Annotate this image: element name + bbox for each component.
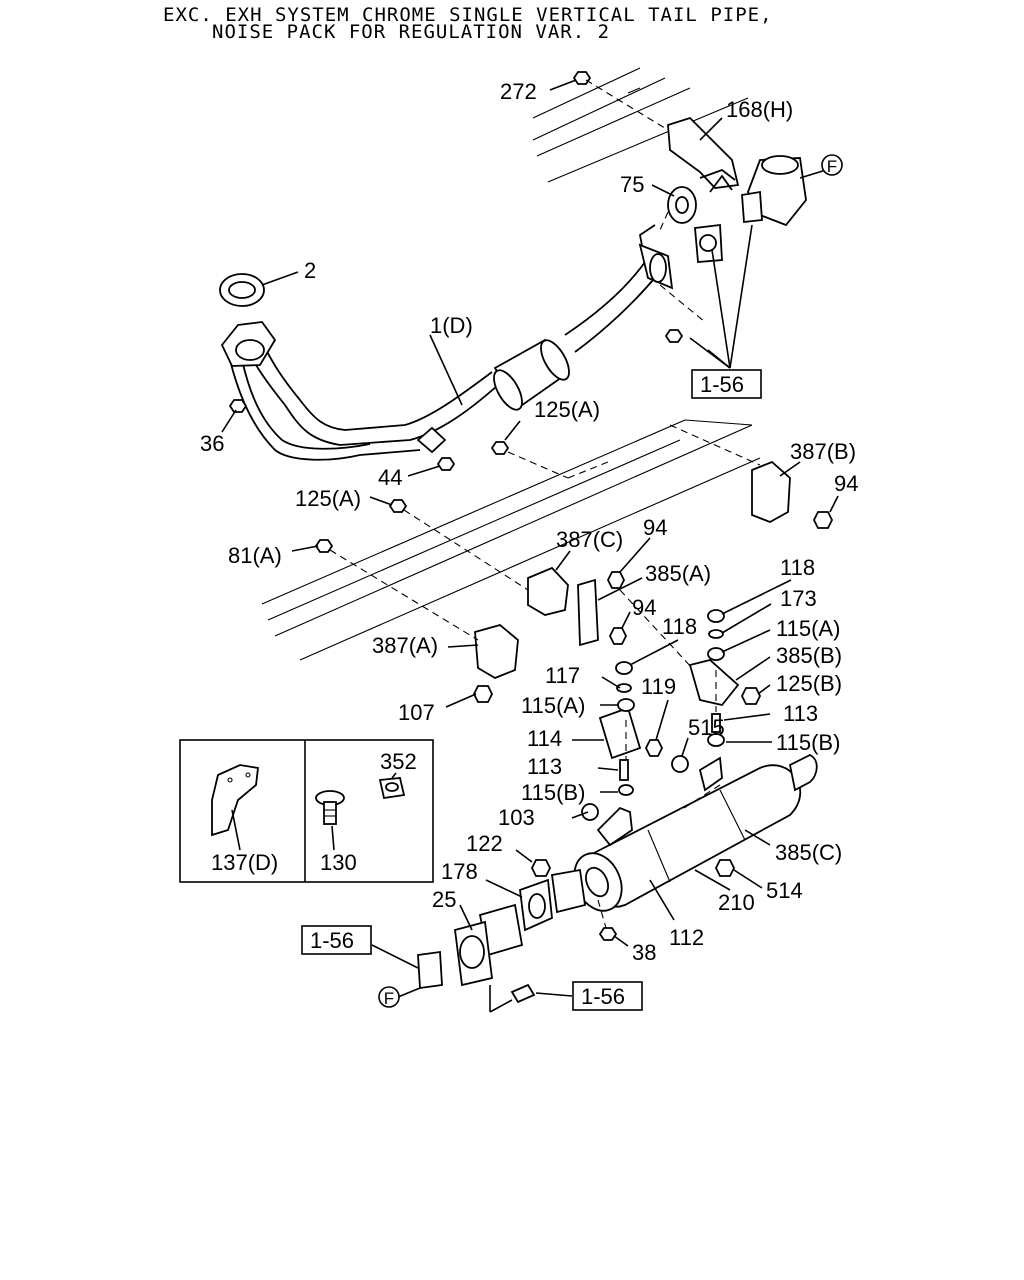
callout-125b: 125(B)	[776, 671, 842, 696]
callout-125a-lower: 125(A)	[295, 486, 361, 511]
connector-markers: F F	[378, 154, 843, 1008]
callout-515: 515	[688, 715, 725, 740]
connector-f-bottom-circle	[378, 986, 400, 1008]
bracket-137d-illustration	[211, 764, 259, 837]
callout-94-top: 94	[643, 515, 667, 540]
leader-lines	[221, 79, 839, 1013]
diagram-title-line-2: NOISE PACK FOR REGULATION VAR. 2	[212, 21, 610, 43]
callout-130: 130	[320, 850, 357, 875]
callout-387a: 387(A)	[372, 633, 438, 658]
callout-113-left: 113	[527, 754, 562, 779]
callout-385c: 385(C)	[775, 840, 842, 865]
callout-44: 44	[378, 465, 402, 490]
reference-1-56-upper: 1-56	[700, 372, 744, 397]
gasket-ring	[219, 273, 265, 307]
callout-272: 272	[500, 79, 537, 104]
callout-36: 36	[200, 431, 224, 456]
alignment-lines	[329, 79, 761, 929]
callout-25: 25	[432, 887, 456, 912]
callout-173: 173	[780, 586, 817, 611]
inset-parts-box	[179, 739, 434, 883]
callout-385a: 385(A)	[645, 561, 711, 586]
callout-137d: 137(D)	[211, 850, 278, 875]
callout-387b: 387(B)	[790, 439, 856, 464]
callout-119: 119	[641, 674, 676, 699]
callout-115b-left: 115(B)	[521, 780, 585, 805]
callout-103: 103	[498, 805, 535, 830]
callout-387c: 387(C)	[556, 527, 623, 552]
lower-frame-rail	[261, 419, 761, 661]
reference-1-56-left: 1-56	[310, 928, 354, 953]
callout-labels: 272 168(H) 75 2 1(D) 36 44 125(A) 125(A)…	[200, 79, 858, 965]
connector-f-top-circle	[821, 154, 843, 176]
tail-pipe-flange	[694, 155, 807, 263]
callout-125a-upper: 125(A)	[534, 397, 600, 422]
rubber-mount	[667, 186, 697, 224]
callout-352: 352	[380, 749, 417, 774]
diagram-title-line-1: EXC. EXH SYSTEM CHROME SINGLE VERTICAL T…	[163, 4, 773, 26]
callout-112: 112	[669, 925, 704, 950]
muffler-assembly	[573, 753, 818, 912]
muffler-inlet-pipe	[417, 868, 587, 990]
reference-1-56-bottom: 1-56	[581, 984, 625, 1009]
callout-114: 114	[527, 726, 562, 751]
callout-75: 75	[620, 172, 644, 197]
callout-94-right: 94	[834, 471, 858, 496]
callout-94-mid: 94	[632, 595, 656, 620]
callout-122: 122	[466, 831, 503, 856]
callout-81a: 81(A)	[228, 543, 282, 568]
callout-107: 107	[398, 700, 435, 725]
upper-frame-rail	[532, 67, 749, 183]
callout-115a-right: 115(A)	[776, 616, 840, 641]
callout-118-upper: 118	[780, 555, 815, 580]
callout-115a-left: 115(A)	[521, 693, 585, 718]
connector-f-top: F	[827, 157, 837, 176]
callout-118-lower: 118	[662, 614, 697, 639]
callout-1d: 1(D)	[430, 313, 473, 338]
fastener-hardware	[228, 71, 834, 1004]
mounting-brackets	[474, 460, 791, 760]
callout-514: 514	[766, 878, 803, 903]
reference-boxes: 1-56 1-56 1-56	[301, 369, 762, 1011]
callout-113-right: 113	[783, 701, 818, 726]
callout-2: 2	[304, 258, 316, 283]
callout-115b-right: 115(B)	[776, 730, 840, 755]
front-exhaust-pipe	[220, 224, 674, 461]
callout-178: 178	[441, 859, 478, 884]
hanger-bracket-168	[667, 116, 740, 193]
callout-168h: 168(H)	[726, 97, 793, 122]
callout-210: 210	[718, 890, 755, 915]
connector-f-bottom: F	[384, 989, 394, 1008]
callout-38: 38	[632, 940, 656, 965]
callout-385b: 385(B)	[776, 643, 842, 668]
callout-117: 117	[545, 663, 580, 688]
